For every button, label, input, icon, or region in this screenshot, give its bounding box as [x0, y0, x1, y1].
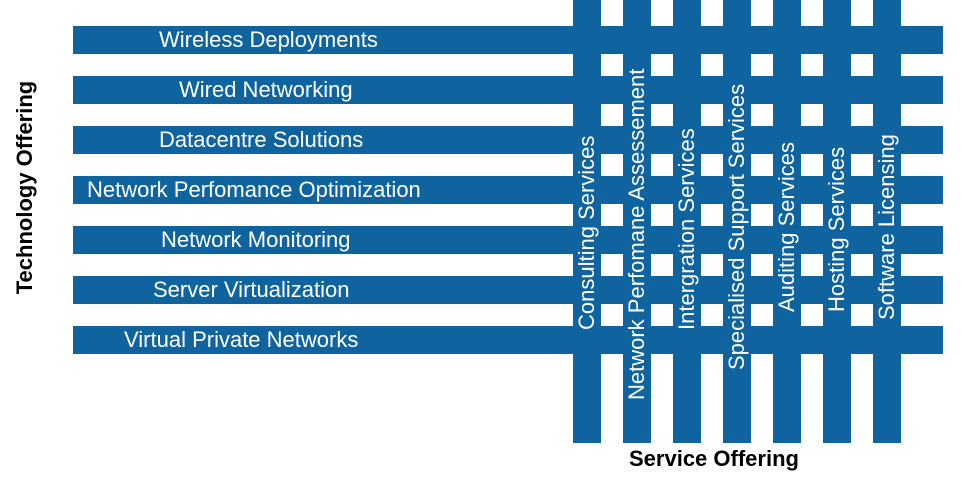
- technology-bar-virtual-private-networks: Virtual Private Networks: [73, 326, 943, 354]
- technology-bar-network-monitoring: Network Monitoring: [73, 226, 943, 254]
- service-axis-label: Service Offering: [629, 446, 799, 471]
- technology-bar-wired-networking: Wired Networking: [73, 76, 943, 104]
- technology-label: Wired Networking: [179, 77, 353, 102]
- service-bar-software-licensing: Software Licensing: [873, 0, 901, 443]
- technology-label: Network Monitoring: [161, 227, 351, 252]
- service-bar-consulting-services: Consulting Services: [573, 0, 601, 443]
- technology-label: Virtual Private Networks: [124, 327, 359, 352]
- service-label: Intergration Services: [674, 128, 699, 330]
- technology-label: Datacentre Solutions: [159, 127, 364, 152]
- service-bar-hosting-services: Hosting Services: [823, 0, 851, 443]
- technology-label: Network Perfomance Optimization: [87, 177, 421, 202]
- service-label: Auditing Services: [774, 142, 799, 312]
- service-bar-network-perfomane-assessement: Network Perfomane Assessement: [623, 0, 651, 443]
- technology-label: Server Virtualization: [153, 277, 350, 302]
- service-label: Software Licensing: [874, 134, 899, 320]
- technology-bar-network-perfomance-optimization: Network Perfomance Optimization: [73, 176, 943, 204]
- service-label: Network Perfomane Assessement: [624, 68, 649, 400]
- service-label: Hosting Services: [824, 146, 849, 312]
- technology-bar-wireless-deployments: Wireless Deployments: [73, 26, 943, 54]
- service-label: Consulting Services: [574, 135, 599, 330]
- technology-bar-server-virtualization: Server Virtualization: [73, 276, 943, 304]
- service-label: Specialised Support Services: [724, 83, 749, 370]
- technology-axis-label: Technology Offering: [12, 80, 37, 295]
- service-bar-intergration-services: Intergration Services: [673, 0, 701, 443]
- technology-bar-datacentre-solutions: Datacentre Solutions: [73, 126, 943, 154]
- technology-label: Wireless Deployments: [159, 27, 378, 52]
- service-bar-auditing-services: Auditing Services: [773, 0, 801, 443]
- service-bar-specialised-support-services: Specialised Support Services: [723, 0, 751, 443]
